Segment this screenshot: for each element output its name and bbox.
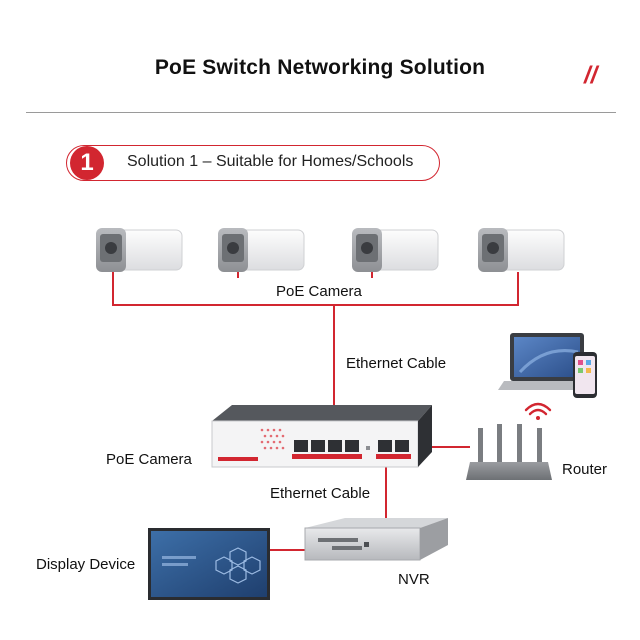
camera-3 [352, 228, 439, 272]
solution-pill [66, 145, 440, 181]
title-divider [26, 112, 616, 113]
solution-label: Solution 1 – Suitable for Homes/Schools [127, 153, 414, 170]
router-label: Router [562, 461, 608, 478]
router-icon [466, 424, 552, 480]
display-device-label: Display Device [36, 556, 136, 573]
phone-icon [573, 352, 597, 398]
laptop-icon [498, 333, 596, 390]
camera-2 [218, 228, 305, 272]
camera-4 [478, 228, 565, 272]
solution-number: 1 [70, 146, 104, 180]
nvr-device [304, 518, 448, 561]
ethernet-cable-label-top: Ethernet Cable [346, 355, 447, 372]
uplink-ports [378, 440, 409, 452]
page-title: PoE Switch Networking Solution [154, 56, 486, 79]
switch-label: PoE Camera [106, 451, 192, 468]
display-screen [148, 528, 270, 600]
nvr-label: NVR [398, 571, 430, 588]
camera-bus-cable [112, 272, 519, 306]
brand-mark: // [584, 62, 598, 89]
camera-1 [96, 228, 183, 272]
wifi-icon [524, 402, 552, 420]
camera-group-label: PoE Camera [276, 283, 362, 300]
ethernet-cable-label-bottom: Ethernet Cable [270, 485, 371, 502]
poe-ports [294, 440, 359, 452]
poe-switch [211, 405, 432, 468]
